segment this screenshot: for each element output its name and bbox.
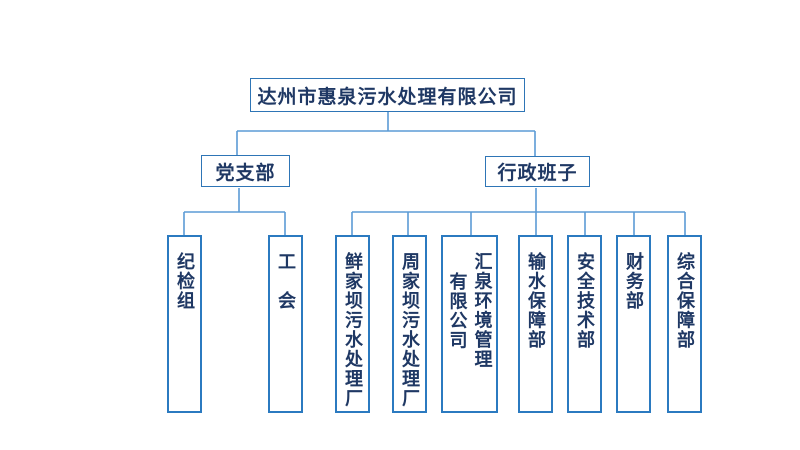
node-huiquan-environment-company: 汇泉环境管理 有限公司 [441,235,498,413]
node-labor-union-label: 工 会 [276,252,296,311]
node-labor-union: 工 会 [268,235,303,413]
node-water-transmission-support-dept: 输水保障部 [518,235,553,413]
node-company-root: 达州市惠泉污水处理有限公司 [250,78,525,112]
node-xianjiaba-sewage-plant: 鲜家坝污水处理厂 [335,235,370,413]
node-zhoujiaba-sewage-plant: 周家坝污水处理厂 [392,235,427,413]
node-water-transmission-support-dept-label: 输水保障部 [526,252,546,350]
node-xianjiaba-sewage-plant-label: 鲜家坝污水处理厂 [343,252,363,408]
node-discipline-inspection-group: 纪检组 [167,235,202,413]
node-general-support-dept-label: 综合保障部 [675,252,695,350]
node-finance-dept: 财务部 [616,235,651,413]
node-huiquan-environment-company-label: 汇泉环境管理 有限公司 [447,252,493,369]
node-admin-team-label: 行政班子 [497,163,578,184]
node-admin-team: 行政班子 [485,156,590,187]
node-zhoujiaba-sewage-plant-label: 周家坝污水处理厂 [400,252,420,408]
node-party-branch-label: 党支部 [215,162,276,184]
node-company-root-label: 达州市惠泉污水处理有限公司 [257,86,518,108]
node-general-support-dept: 综合保障部 [667,235,702,413]
node-safety-technology-dept-label: 安全技术部 [575,252,595,350]
node-finance-dept-label: 财务部 [624,252,644,311]
node-safety-technology-dept: 安全技术部 [567,235,602,413]
node-party-branch: 党支部 [201,155,290,187]
node-discipline-inspection-group-label: 纪检组 [175,252,195,311]
